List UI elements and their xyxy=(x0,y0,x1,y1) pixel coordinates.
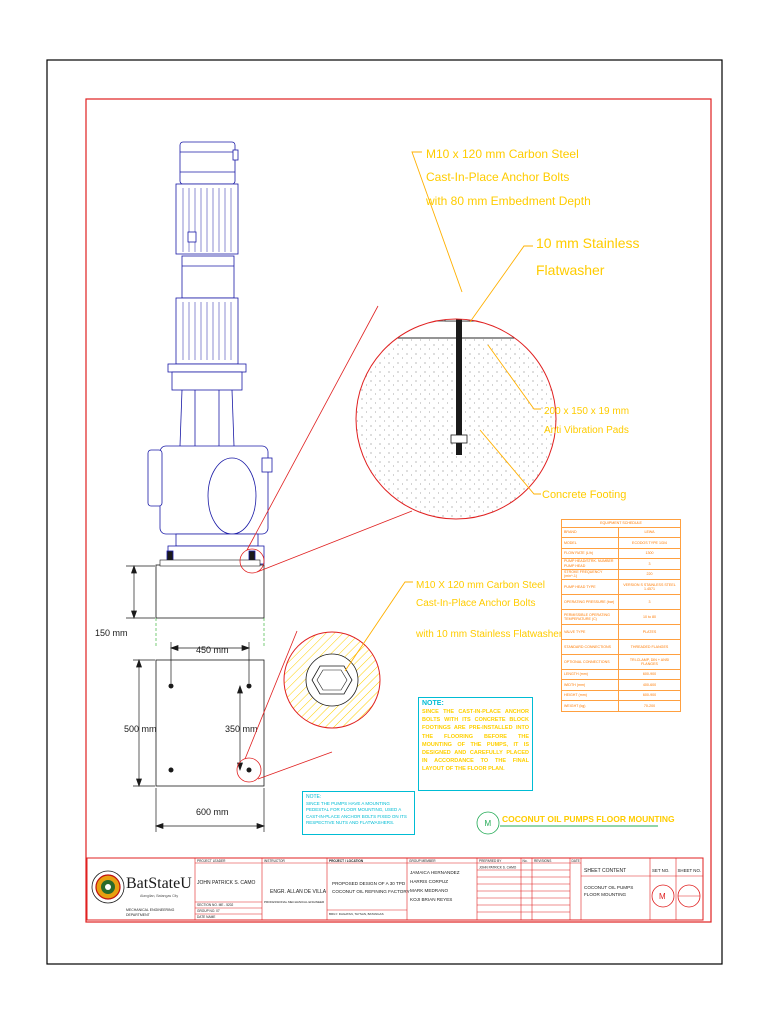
instructor-title: PROFESSIONAL MECHANICAL ENGINEER xyxy=(264,900,325,904)
callout-anchor-bolts-bottom-1: M10 X 120 mm Carbon Steel xyxy=(416,580,545,591)
date-name: DATE NAME xyxy=(197,915,215,919)
sheet-no-header: SHEET NO. xyxy=(678,868,702,873)
project-leader-header: PROJECT LEADER xyxy=(197,859,226,863)
leader-lines xyxy=(344,151,541,672)
callout-anchor-bolts-top-3: with 80 mm Embedment Depth xyxy=(425,194,591,208)
note-anchor-bolts-body: SINCE THE CAST-IN-PLACE ANCHOR BOLTS WIT… xyxy=(422,709,529,773)
table-row: OPERATING PRESSURE (bar)3 xyxy=(561,593,681,610)
anchor-detail-section xyxy=(356,319,556,519)
callout-footing: Concrete Footing xyxy=(542,489,626,501)
group-member-header: GROUP MEMBER xyxy=(409,859,436,863)
detail-marker-top xyxy=(239,548,265,574)
note-anchor-bolts: NOTE: SINCE THE CAST-IN-PLACE ANCHOR BOL… xyxy=(418,697,533,791)
drawing-title-text: COCONUT OIL PUMPS FLOOR MOUNTING xyxy=(502,814,675,824)
note-anchor-bolts-header: NOTE: xyxy=(422,700,444,707)
anchor-bolt-hole xyxy=(168,767,174,773)
table-row: FLOW RATE (L/h)1300 xyxy=(561,547,681,560)
dimension-lines xyxy=(126,564,266,832)
set-no-header: SET NO. xyxy=(652,868,670,873)
instructor-header: INSTRUCTOR xyxy=(264,859,286,863)
university-name: BatStateU xyxy=(126,875,192,892)
vibration-pad xyxy=(159,559,261,567)
dim-bolt-spacing-y: 350 mm xyxy=(225,724,258,734)
callout-pads-2: Anti Vibration Pads xyxy=(544,425,629,436)
university-campus: Alangilan, Batangas City xyxy=(140,894,178,898)
callout-anchor-bolts-top-2: Cast-In-Place Anchor Bolts xyxy=(426,170,569,184)
table-row: WEIGHT (kg)70-200 xyxy=(561,700,681,712)
prepared-by: JOHN PATRICK S. CAMO xyxy=(479,866,517,870)
sheet-content-header: SHEET CONTENT xyxy=(584,868,626,874)
callout-anchor-washer: with 10 mm Stainless Flatwasher xyxy=(415,629,563,640)
table-row: STROKE FREQUENCY (min^-1)220 xyxy=(561,568,681,580)
dim-base-width: 600 mm xyxy=(196,807,229,817)
base-plan-view xyxy=(155,659,265,787)
anchor-bolt-hole xyxy=(246,767,252,773)
outer-frame xyxy=(46,59,723,965)
group-member-4: KOJI BRIAN REYES xyxy=(410,897,452,902)
group-member-3: MARK MEDRANO xyxy=(410,888,448,893)
group-member-2: HARRIS CORPUZ xyxy=(410,879,448,884)
group-member-1: JAMAICA HERNANDEZ xyxy=(410,870,460,875)
anchor-bolt-hole xyxy=(246,683,252,689)
revision-no-header: No. xyxy=(523,859,528,863)
project-leader: JOHN PATRICK S. CAMO xyxy=(197,880,256,886)
department-line-2: DEPARTMENT xyxy=(126,913,151,917)
detail-circle-large xyxy=(355,318,557,520)
set-no-circle xyxy=(651,884,675,908)
note-mounting-header: NOTE: xyxy=(306,794,322,800)
callout-pads-1: 200 x 150 x 19 mm xyxy=(544,406,629,417)
project-title-1: PROPOSED DESIGN OF A 30 TPD xyxy=(332,881,406,886)
dim-height: 150 mm xyxy=(95,628,128,638)
note-mounting: NOTE: SINCE THE PUMPS HAVE A MOUNTING PE… xyxy=(302,791,415,835)
concrete-block-elevation xyxy=(155,564,265,619)
prepared-by-header: PREPARED BY xyxy=(479,859,502,863)
table-row: PERMISSIBLE OPERATING TEMPERATURE (C)10 … xyxy=(561,608,681,625)
section-no: SECTION NO. ME - 5202 xyxy=(197,903,234,907)
drawing-title: M COCONUT OIL PUMPS FLOOR MOUNTING xyxy=(476,811,675,835)
title-block: BatStateU Alangilan, Batangas City MECHA… xyxy=(86,857,704,921)
sheet-content-1: COCONUT OIL PUMPS xyxy=(584,885,633,890)
table-row: LENGTH (mm)600-900 xyxy=(561,668,681,681)
schedule-title: EQUIPMENT SCHEDULE xyxy=(561,519,681,528)
project-location-header: PROJECT / LOCATION xyxy=(329,859,364,863)
sheet-content-2: FLOOR MOUNTING xyxy=(584,892,627,897)
inner-frame xyxy=(85,98,712,923)
project-location: BRGY. DAGATAN, TAYSAN, BATANGAS xyxy=(329,912,384,916)
university-seal-icon xyxy=(91,870,125,904)
note-mounting-body: SINCE THE PUMPS HAVE A MOUNTING PEDESTAL… xyxy=(306,800,407,826)
project-title-2: COCONUT OIL REFINING FACTORY xyxy=(332,889,410,894)
table-row: WIDTH (mm)400-600 xyxy=(561,679,681,691)
table-row: HEIGHT (mm)600-900 xyxy=(561,689,681,702)
department-line-1: MECHANICAL ENGINEERING xyxy=(126,908,175,912)
revisions-header: REVISIONS xyxy=(534,859,551,863)
set-no-value: M xyxy=(659,892,666,901)
drawing-title-marker: M xyxy=(485,819,492,828)
dim-bolt-spacing-x: 450 mm xyxy=(196,645,229,655)
callout-flatwasher-1: 10 mm Stainless xyxy=(536,235,639,251)
date-header: DATE xyxy=(572,859,580,863)
callout-anchor-bolts-top-1: M10 x 120 mm Carbon Steel xyxy=(426,147,579,161)
dim-base-depth: 500 mm xyxy=(124,724,157,734)
anchor-bolt-hole xyxy=(168,683,174,689)
group-no: GROUP NO. 07 xyxy=(197,909,220,913)
callout-anchor-bolts-bottom-2: Cast-In-Place Anchor Bolts xyxy=(416,598,536,609)
callout-flatwasher-2: Flatwasher xyxy=(536,262,605,278)
bolt-plan-detail xyxy=(283,631,381,729)
detail-marker-bottom xyxy=(236,757,262,783)
instructor-name: ENGR. ALLAN DE VILLA xyxy=(270,889,327,895)
pump-elevation xyxy=(147,141,273,565)
